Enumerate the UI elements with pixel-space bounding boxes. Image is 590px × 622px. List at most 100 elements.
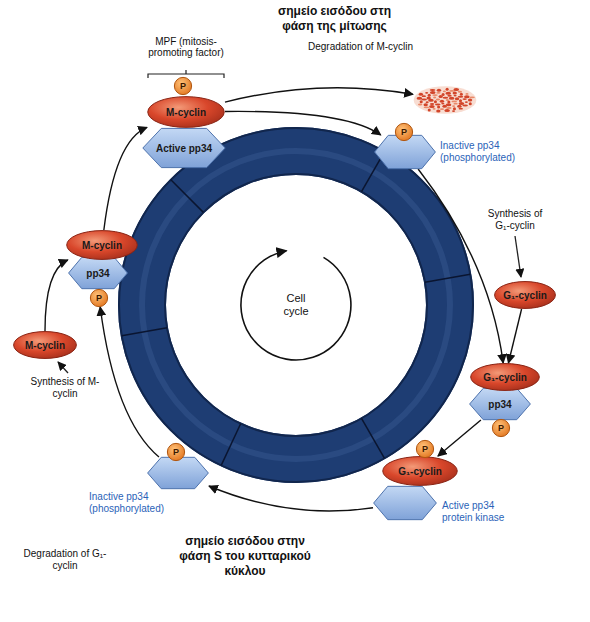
blob-dot xyxy=(445,92,451,95)
molecule-label: M-cyclin xyxy=(13,331,77,359)
text-label: σημείο εισόδου στη φάση της μίτωσης xyxy=(262,4,407,34)
blob-dot xyxy=(442,93,445,96)
blob-dot xyxy=(442,105,446,108)
pp34-outline xyxy=(148,457,209,488)
cycle-arrow-connector xyxy=(225,111,381,135)
cyclin-outline xyxy=(383,457,457,486)
phosphate-label: P xyxy=(492,419,510,437)
blob-dot xyxy=(465,101,468,103)
cyclin-ellipse: G₁-cyclin xyxy=(382,456,458,486)
blob-dot xyxy=(446,103,452,106)
cyclin-outline xyxy=(471,364,540,391)
phosphate-circle: P xyxy=(395,123,413,141)
phosphate-outline xyxy=(395,123,412,140)
blob-dot xyxy=(469,96,475,98)
node-label: Degradation of M-cyclin xyxy=(308,41,448,53)
blob-dot xyxy=(420,100,423,103)
degradation-blob-shape xyxy=(413,85,477,115)
blob-dot xyxy=(422,95,426,97)
pp34-hexagon: pp34 xyxy=(469,388,531,420)
molecule-label: M-cyclin xyxy=(66,230,138,260)
text-label: MPF (mitosis-promoting factor) xyxy=(136,36,236,58)
blob-dot xyxy=(465,93,468,95)
blob-dot xyxy=(417,97,423,100)
node-label: Inactive pp34 (phosphorylated) xyxy=(440,140,540,164)
pp34-hexagon: Inactive pp34 (phosphorylated) xyxy=(147,457,209,489)
text-label: Synthesis of M-cyclin xyxy=(30,376,100,400)
blob-dot xyxy=(433,108,436,110)
pp34-hexagon-shape xyxy=(373,486,437,520)
text-label: Cell cycle xyxy=(276,292,316,318)
blob-dot xyxy=(418,104,422,106)
cyclin-outline xyxy=(495,282,556,309)
blob-dot xyxy=(453,107,456,110)
blob-dot xyxy=(437,89,441,92)
phase-dividers xyxy=(122,152,471,466)
cycle-arrow-connector xyxy=(100,307,159,457)
cycle-arrow-connector xyxy=(104,127,147,230)
phosphate-outline xyxy=(416,440,433,457)
blob-dot xyxy=(462,105,468,107)
mpf-bracket xyxy=(148,70,224,78)
molecule-label: G₁-cyclin xyxy=(470,363,540,391)
ring-band xyxy=(142,151,450,459)
molecule-label: Active pp34 xyxy=(142,128,226,168)
blob-dot xyxy=(425,92,428,94)
cycle-arrow-connector xyxy=(438,420,481,456)
blob-dot xyxy=(443,97,449,99)
pp34-outline xyxy=(143,128,225,167)
blob-dot xyxy=(469,102,472,105)
blob-dot xyxy=(446,88,449,91)
synthesis-arrow xyxy=(58,362,68,373)
phosphate-label: P xyxy=(395,123,413,141)
phosphate-label: P xyxy=(90,289,108,307)
phosphate-outline xyxy=(492,419,509,436)
blob-dot xyxy=(457,105,461,108)
cyclin-outline xyxy=(148,97,224,128)
phase-divider xyxy=(425,274,470,282)
molecule-label: M-cyclin xyxy=(147,96,225,128)
blob-dot xyxy=(419,93,423,96)
molecule-label: pp34 xyxy=(469,388,531,420)
phosphate-circle: P xyxy=(174,77,192,95)
text-label: Degradation of G₁-cyclin xyxy=(15,548,115,572)
pp34-hexagon: pp34 xyxy=(68,257,128,289)
blob-dot xyxy=(440,108,444,110)
blob-dot xyxy=(459,108,463,110)
blob-dot xyxy=(424,106,430,108)
ring-outer-edge xyxy=(119,128,473,482)
phosphate-outline xyxy=(90,289,107,306)
phosphate-circle: P xyxy=(416,440,434,458)
cyclin-ellipse: G₁-cyclin xyxy=(494,281,556,309)
blob-dot xyxy=(468,98,472,101)
cycle-arrow-connector xyxy=(209,486,373,511)
phase-divider xyxy=(362,418,385,458)
node-label: Inactive pp34 (phosphorylated) xyxy=(89,491,181,515)
ring-highlight xyxy=(142,151,450,459)
blob-dot xyxy=(464,95,470,98)
blob-dot xyxy=(453,88,459,91)
phosphate-circle: P xyxy=(492,419,510,437)
phase-divider xyxy=(122,328,167,336)
cyclin-outline xyxy=(67,231,138,260)
blob-dot xyxy=(430,91,436,94)
blob-outline xyxy=(414,86,477,114)
blob-dot xyxy=(424,103,428,106)
molecule-label: pp34 xyxy=(68,257,128,289)
blob-dot xyxy=(455,97,459,100)
cycle-arrow xyxy=(241,251,351,360)
blob-dot xyxy=(453,103,457,105)
cycle-arrow-connector xyxy=(45,260,68,331)
pp34-hexagon-shape xyxy=(147,457,209,489)
blob-dot xyxy=(452,105,455,107)
blob-dot xyxy=(436,109,440,112)
blob-dot xyxy=(433,97,436,99)
blob-dot xyxy=(453,92,457,95)
phosphate-circle: P xyxy=(90,289,108,307)
blob-dot xyxy=(440,100,444,103)
cycle-arrow-connector xyxy=(418,169,503,363)
blob-dot xyxy=(458,96,464,98)
blob-dot xyxy=(447,95,451,97)
blob-dot xyxy=(434,100,437,103)
